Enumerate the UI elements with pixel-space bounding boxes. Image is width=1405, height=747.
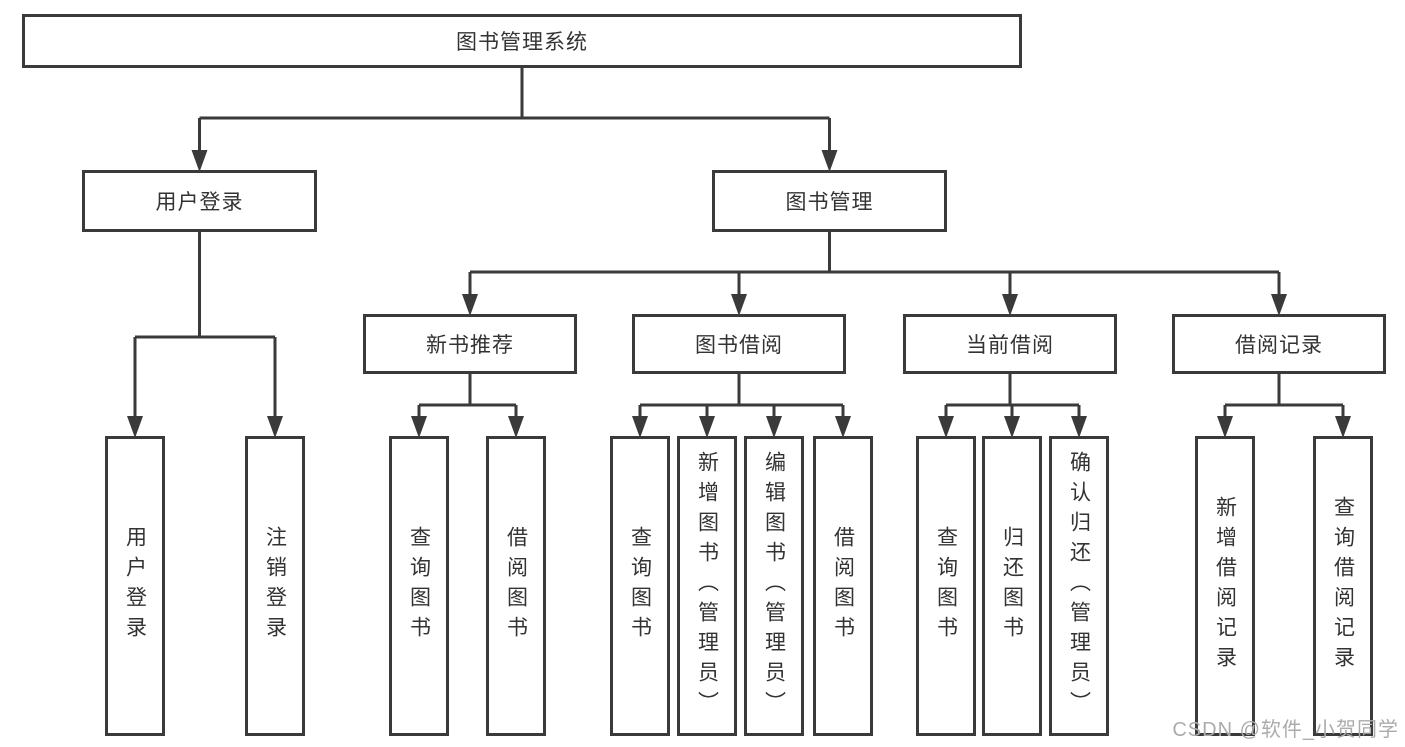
node-label-cb-return-book: 归还图书: [1000, 526, 1024, 646]
node-label-bb-query-book: 查询图书: [628, 526, 652, 646]
arrowhead-icon: [127, 416, 143, 438]
node-label-bb-add-book: 新增图书（管理员）: [695, 451, 719, 721]
node-rec-query-book: 查询图书: [389, 436, 449, 736]
node-current-borrow: 当前借阅: [903, 314, 1117, 374]
arrowhead-icon: [699, 416, 715, 438]
arrowhead-icon: [1002, 294, 1018, 316]
arrowhead-icon: [1271, 294, 1287, 316]
node-br-query-record: 查询借阅记录: [1313, 436, 1373, 736]
connector-path: [133, 68, 1345, 422]
arrowhead-icon: [411, 416, 427, 438]
arrowhead-icon: [938, 416, 954, 438]
node-cb-confirm-return: 确认归还（管理员）: [1049, 436, 1109, 736]
node-book-mgmt: 图书管理: [712, 170, 947, 232]
node-label-rec-query-book: 查询图书: [407, 526, 431, 646]
node-label-current-borrow: 当前借阅: [966, 334, 1054, 357]
node-label-bb-borrow-book: 借阅图书: [831, 526, 855, 646]
node-label-br-query-record: 查询借阅记录: [1331, 496, 1355, 676]
node-br-add-record: 新增借阅记录: [1195, 436, 1255, 736]
node-cb-return-book: 归还图书: [982, 436, 1042, 736]
arrowhead-icon: [835, 416, 851, 438]
watermark-text: CSDN @软件_小贺同学: [1172, 719, 1399, 741]
node-user-login: 用户登录: [82, 170, 317, 232]
arrowhead-icon: [508, 416, 524, 438]
node-label-root: 图书管理系统: [456, 31, 588, 54]
node-label-borrow-records: 借阅记录: [1235, 334, 1323, 357]
node-book-borrow: 图书借阅: [632, 314, 846, 374]
node-login: 用户登录: [105, 436, 165, 736]
node-label-book-mgmt: 图书管理: [785, 191, 874, 214]
node-label-login: 用户登录: [123, 526, 147, 646]
arrowhead-icon: [731, 294, 747, 316]
node-bb-add-book: 新增图书（管理员）: [677, 436, 737, 736]
node-label-user-login: 用户登录: [155, 191, 244, 214]
node-bb-query-book: 查询图书: [610, 436, 670, 736]
node-rec-borrow-book: 借阅图书: [486, 436, 546, 736]
node-label-cb-query-book: 查询图书: [934, 526, 958, 646]
arrowhead-icon: [632, 416, 648, 438]
node-borrow-records: 借阅记录: [1172, 314, 1386, 374]
node-label-logout: 注销登录: [263, 526, 287, 646]
arrowhead-icon: [1071, 416, 1087, 438]
node-bb-edit-book: 编辑图书（管理员）: [744, 436, 804, 736]
arrowhead-icon: [191, 150, 208, 172]
arrowhead-icon: [1004, 416, 1020, 438]
arrowhead-icon: [1217, 416, 1233, 438]
node-root: 图书管理系统: [22, 14, 1022, 68]
node-bb-borrow-book: 借阅图书: [813, 436, 873, 736]
arrowhead-icon: [1335, 416, 1351, 438]
node-label-new-book-rec: 新书推荐: [426, 334, 514, 357]
node-label-bb-edit-book: 编辑图书（管理员）: [762, 451, 786, 721]
node-label-br-add-record: 新增借阅记录: [1213, 496, 1237, 676]
node-label-book-borrow: 图书借阅: [695, 334, 783, 357]
arrowhead-icon: [821, 150, 838, 172]
arrowhead-icon: [462, 294, 478, 316]
node-label-cb-confirm-return: 确认归还（管理员）: [1067, 451, 1091, 721]
arrowhead-icon: [766, 416, 782, 438]
arrowhead-icon: [267, 416, 283, 438]
node-cb-query-book: 查询图书: [916, 436, 976, 736]
node-logout: 注销登录: [245, 436, 305, 736]
node-new-book-rec: 新书推荐: [363, 314, 577, 374]
node-label-rec-borrow-book: 借阅图书: [504, 526, 528, 646]
